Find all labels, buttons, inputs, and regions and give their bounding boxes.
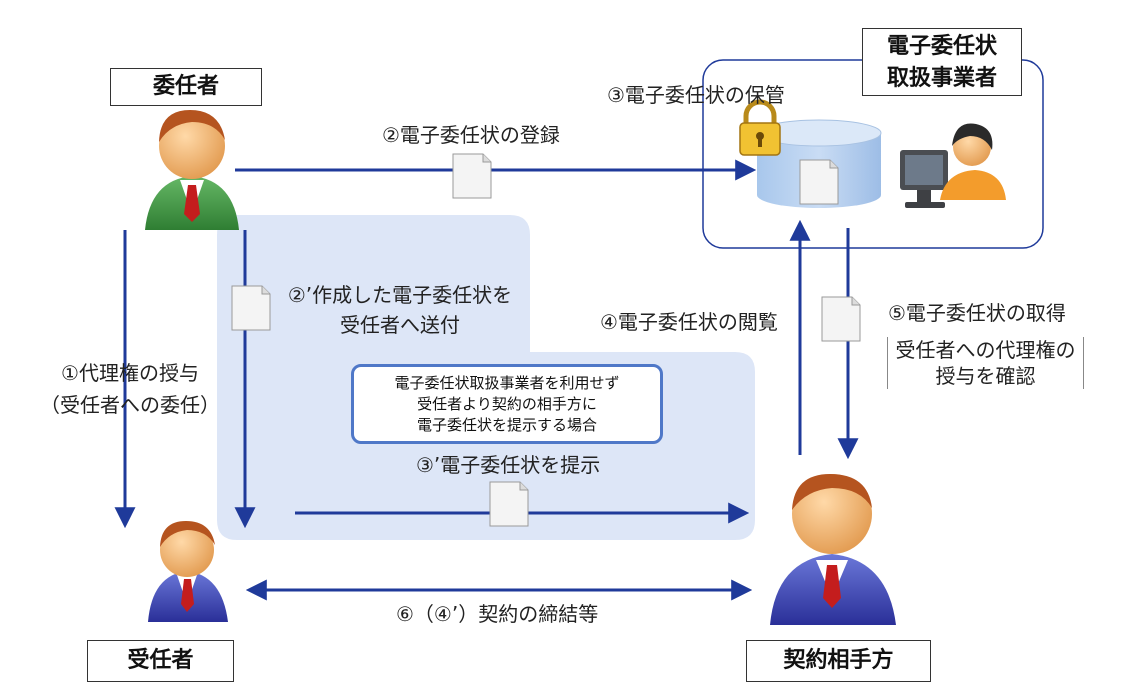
actor-delegator-label: 委任者 [152, 74, 219, 99]
actor-counterparty-box: 契約相手方 [746, 640, 931, 682]
note-line-3: 電子委任状を提示する場合 [416, 416, 597, 434]
step-view-label: ④電子委任状の閲覧 [600, 310, 778, 334]
step-confirm-line-1: 受任者への代理権の [895, 338, 1076, 362]
step-contract-label: ⑥（④’）契約の締結等 [396, 602, 599, 626]
document-icon [231, 285, 271, 331]
actor-delegate-label: 受任者 [127, 648, 194, 673]
step-send-label: ②’作成した電子委任状を 受任者へ送付 [285, 282, 515, 338]
document-icon [489, 481, 529, 527]
step-grant-line-2: （受任者への委任） [40, 393, 220, 417]
padlock-icon [739, 99, 781, 156]
step-confirm-label: 受任者への代理権の 授与を確認 [887, 337, 1084, 389]
actor-delegate-box: 受任者 [87, 640, 234, 682]
businessman-blue-icon [148, 521, 228, 622]
actor-provider-label-1: 電子委任状 [886, 34, 997, 59]
step-grant-line-1: ①代理権の授与 [61, 361, 199, 385]
note-line-1: 電子委任状取扱事業者を利用せず [394, 374, 620, 392]
step-present-label: ③’電子委任状を提示 [416, 453, 601, 477]
document-icon [821, 296, 861, 342]
actor-provider-box: 電子委任状 取扱事業者 [862, 28, 1022, 96]
businessman-green-icon [145, 110, 239, 230]
actor-counterparty-label: 契約相手方 [783, 648, 894, 673]
alternative-flow-note: 電子委任状取扱事業者を利用せず 受任者より契約の相手方に 電子委任状を提示する場… [351, 364, 663, 444]
confirm-bracket [887, 337, 1084, 389]
step-register-label: ②電子委任状の登録 [382, 123, 560, 147]
database-icon [756, 119, 882, 208]
step-confirm-line-2: 授与を確認 [935, 364, 1036, 388]
operator-at-computer-icon [900, 123, 1006, 208]
step-send-line-2: 受任者へ送付 [340, 313, 460, 337]
step-store-label: ③電子委任状の保管 [607, 83, 785, 107]
step-obtain-label: ⑤電子委任状の取得 [888, 301, 1066, 325]
note-line-2: 受任者より契約の相手方に [417, 395, 597, 413]
actor-delegator-box: 委任者 [110, 68, 262, 106]
actor-provider-label-2: 取扱事業者 [886, 66, 997, 91]
step-send-line-1: ②’作成した電子委任状を [287, 283, 513, 307]
businessman-blue-icon [770, 474, 896, 625]
document-icon [452, 153, 492, 199]
step-grant-label: ①代理権の授与 （受任者への委任） [40, 360, 220, 418]
